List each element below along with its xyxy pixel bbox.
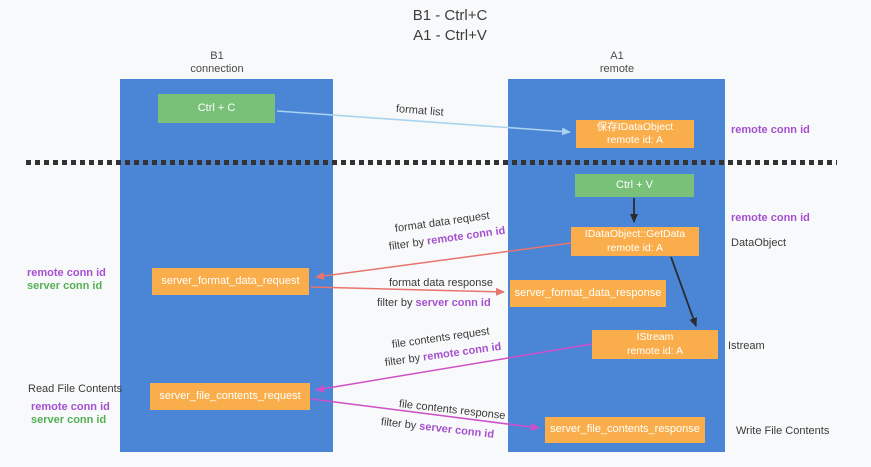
side-label-conn-ids-left-bottom: remote conn id server conn id bbox=[31, 401, 110, 426]
arrow-label-filter-server-1: filter by server conn id bbox=[377, 297, 491, 309]
box-idataobject-getdata-line1: IDataObject::GetData bbox=[584, 228, 686, 241]
box-ctrl-c: Ctrl + C bbox=[158, 94, 275, 123]
box-server-file-contents-request: server_file_contents_request bbox=[150, 383, 310, 410]
side-label-conn-ids-left: remote conn id server conn id bbox=[27, 267, 106, 292]
arrow-getdata-to-istream bbox=[670, 256, 698, 327]
lane-a1-role: remote bbox=[599, 63, 635, 76]
side-label-remote-conn-id-left2: remote conn id bbox=[31, 401, 110, 413]
box-server-file-contents-response: server_file_contents_response bbox=[545, 417, 705, 443]
title-line-1: B1 - Ctrl+C bbox=[412, 7, 488, 24]
filter-by-text: filter by bbox=[377, 297, 416, 309]
box-idataobject-getdata: IDataObject::GetData remote id: A bbox=[571, 227, 699, 256]
diagram-title: B1 - Ctrl+C A1 - Ctrl+V bbox=[370, 6, 530, 46]
lane-b1-role: connection bbox=[190, 63, 244, 76]
box-server-format-data-response: server_format_data_response bbox=[510, 280, 666, 307]
server-conn-id-text: server conn id bbox=[415, 297, 491, 309]
box-server-format-data-request: server_format_data_request bbox=[152, 268, 309, 295]
box-save-dataobject-line2: remote id: A bbox=[606, 134, 664, 146]
box-idataobject-getdata-line2: remote id: A bbox=[606, 241, 664, 254]
side-label-remote-conn-id-left: remote conn id bbox=[27, 267, 106, 279]
arrow-file-contents-request bbox=[315, 343, 593, 393]
arrow-label-format-data-response: format data response bbox=[389, 277, 493, 289]
side-label-dataobject: DataObject bbox=[731, 237, 787, 249]
side-label-server-conn-id-left: server conn id bbox=[27, 279, 103, 292]
side-label-istream: Istream bbox=[728, 340, 765, 352]
title-line-2: A1 - Ctrl+V bbox=[413, 26, 487, 44]
arrow-format-data-request bbox=[315, 242, 572, 280]
side-label-write-file-contents: Write File Contents bbox=[736, 425, 830, 437]
lane-header-a1: A1 remote bbox=[547, 50, 687, 76]
arrow-format-list bbox=[276, 110, 571, 136]
box-ctrl-v: Ctrl + V bbox=[575, 174, 694, 197]
lane-header-b1: B1 connection bbox=[147, 50, 287, 76]
box-istream-line2: remote id: A bbox=[626, 344, 684, 357]
box-istream-line1: IStream bbox=[636, 331, 674, 344]
lane-b1-name: B1 bbox=[210, 50, 224, 62]
separator-dashed-line bbox=[26, 160, 837, 165]
side-label-read-file-contents: Read File Contents bbox=[28, 383, 123, 395]
arrow-file-contents-response bbox=[310, 398, 540, 431]
box-istream: IStream remote id: A bbox=[592, 330, 718, 359]
side-label-remote-conn-id-top: remote conn id bbox=[731, 124, 810, 136]
side-label-remote-conn-id-mid: remote conn id bbox=[731, 212, 810, 224]
box-save-dataobject: 保存IDataObject remote id: A bbox=[576, 120, 694, 148]
side-label-server-conn-id-left2: server conn id bbox=[31, 413, 107, 426]
lane-a1-name: A1 bbox=[610, 50, 624, 62]
box-save-dataobject-line1: 保存IDataObject bbox=[596, 120, 674, 133]
arrow-format-data-response bbox=[310, 286, 505, 296]
